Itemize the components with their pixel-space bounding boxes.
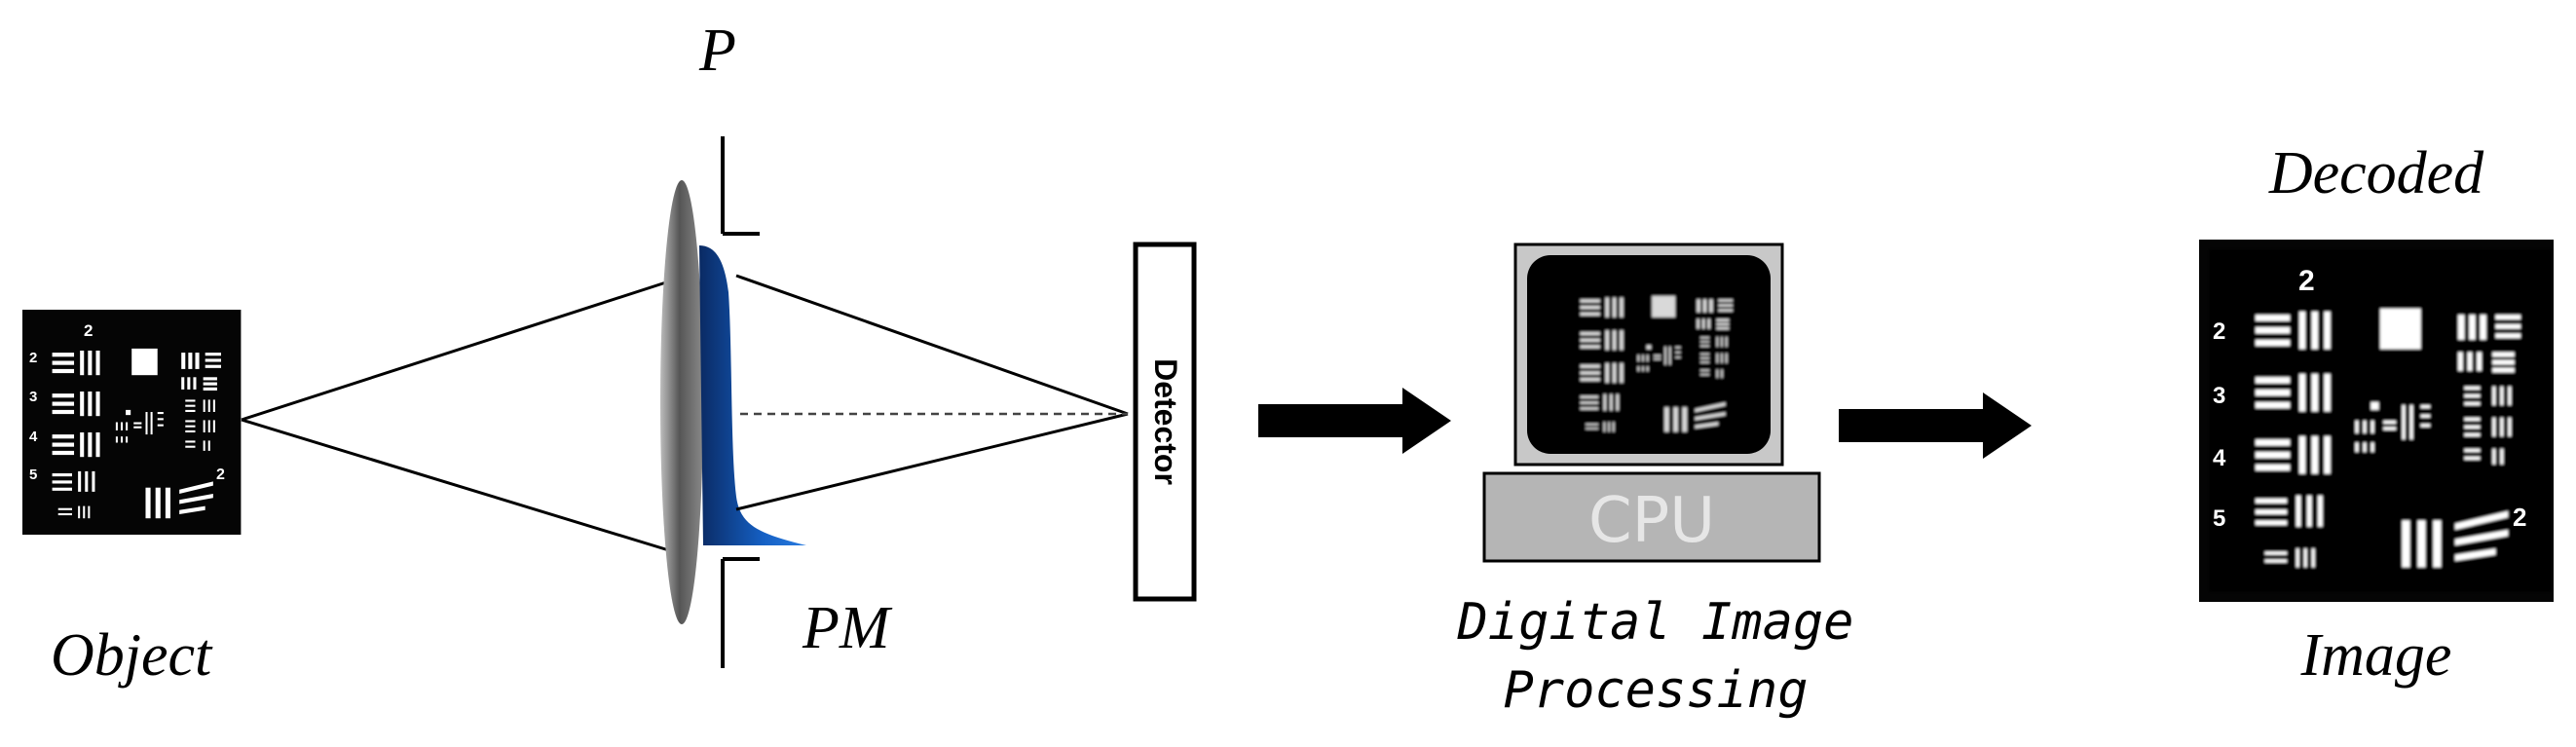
- detector: [1133, 242, 1197, 602]
- cpu-box: CPU: [1482, 471, 1821, 563]
- decoded-numeral-row2: 2: [2213, 318, 2225, 345]
- object-label: Object: [51, 622, 213, 689]
- target-numeral-row2: 2: [29, 350, 37, 366]
- target-numeral-row3: 3: [29, 389, 37, 405]
- target-numeral-row5: 5: [29, 467, 37, 483]
- arrow-right-icon: [1258, 388, 1451, 454]
- decoded-numeral-corner: 2: [2513, 503, 2526, 532]
- output-rays: [735, 274, 1129, 511]
- decoded-numeral-row5: 5: [2213, 505, 2225, 532]
- object-resolution-target: 2 2 3 4 5 2: [22, 310, 242, 535]
- decoded-label: Decoded: [2268, 140, 2484, 206]
- detector-label: Detector: [1148, 358, 1183, 485]
- phase-mask: [699, 245, 806, 545]
- pupil-stop: [721, 136, 760, 668]
- processing-label-line1: Digital Image: [1457, 593, 1854, 652]
- decoded-numeral-row4: 4: [2213, 445, 2226, 471]
- lens: [660, 180, 703, 624]
- target-numeral-top: 2: [84, 321, 93, 340]
- decoded-numeral-row3: 3: [2213, 383, 2225, 409]
- cpu-label: CPU: [1588, 485, 1715, 557]
- decoded-numeral-top: 2: [2298, 265, 2315, 297]
- arrow-right-icon: [1839, 392, 2032, 459]
- image-label: Image: [2300, 622, 2452, 689]
- processing-label-line2: Processing: [1503, 661, 1808, 720]
- pupil-label: P: [698, 18, 736, 84]
- decoded-image: 2 2 3 4 5 2: [2199, 240, 2554, 602]
- input-rays: [241, 279, 673, 553]
- phase-mask-label: PM: [802, 595, 893, 661]
- target-numeral-row4: 4: [29, 429, 38, 445]
- target-numeral-corner: 2: [216, 467, 225, 483]
- computer-monitor: [1513, 243, 1784, 467]
